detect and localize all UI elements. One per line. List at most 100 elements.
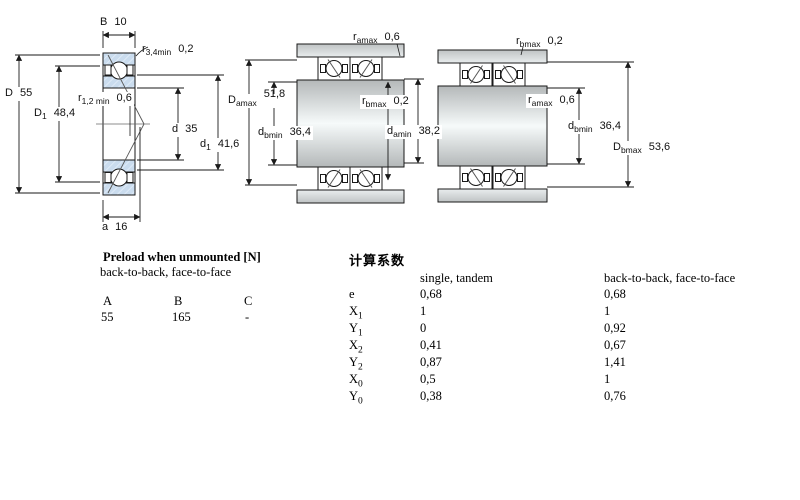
dim-value: 0,6	[116, 92, 132, 104]
factor-symbol: Y1	[349, 321, 363, 339]
factor-symbol: Y0	[349, 389, 363, 407]
factor-symbol-main: X	[349, 372, 359, 386]
dim-label-r34min: r3,4min 0,2	[142, 43, 193, 57]
dim-sub: bmin	[264, 130, 283, 141]
dim-symbol: r	[353, 31, 357, 43]
factor-value-btb-ftf: 1	[604, 304, 611, 318]
dim-symbol: r	[142, 43, 146, 55]
factor-symbol-main: Y	[349, 355, 359, 369]
factor-value-btb-ftf: 0,67	[604, 338, 626, 352]
dim-symbol: a	[102, 221, 109, 233]
dim-symbol: r	[78, 92, 82, 104]
dim-label-a: a 16	[102, 221, 127, 235]
dim-sub: bmax	[519, 39, 541, 50]
factor-value-btb-ftf: 1	[604, 372, 611, 386]
factor-row-Y1: Y1 0 0,92	[349, 321, 779, 339]
factor-value-single-tandem: 0,41	[420, 338, 442, 352]
factor-value-single-tandem: 0,68	[420, 287, 442, 301]
factor-value-single-tandem: 0,87	[420, 355, 442, 369]
factor-symbol-sub: 0	[358, 396, 363, 407]
preload-value-C: -	[245, 310, 250, 324]
factors-col2-header: back-to-back, face-to-face	[604, 271, 736, 285]
preload-title: Preload when unmounted [N]	[103, 250, 261, 264]
factor-value-btb-ftf: 0,92	[604, 321, 626, 335]
dim-symbol: D	[228, 94, 236, 106]
dim-symbol: d	[172, 123, 179, 135]
middle-pair-drawing	[296, 43, 405, 204]
factor-symbol: e	[349, 287, 355, 305]
dim-label-right-r-amax: ramax 0,6	[526, 94, 577, 108]
factor-value-btb-ftf: 0,76	[604, 389, 626, 403]
dim-value: 38,2	[418, 125, 440, 137]
factor-value-single-tandem: 0,38	[420, 389, 442, 403]
dim-label-mid-d-bmin: dbmin 36,4	[256, 126, 313, 140]
dim-symbol: d	[568, 120, 575, 132]
factor-symbol-sub: 1	[358, 328, 363, 339]
dim-value: 36,4	[289, 126, 311, 138]
factor-row-X2: X2 0,41 0,67	[349, 338, 779, 356]
dim-value: 53,6	[648, 141, 671, 153]
factor-value-btb-ftf: 1,41	[604, 355, 626, 369]
dim-label-right-d-bmin: dbmin 36,4	[566, 120, 623, 134]
dim-value: 0,6	[559, 94, 575, 106]
factor-symbol-sub: 2	[358, 362, 363, 373]
dim-value: 48,4	[53, 107, 76, 119]
dim-symbol: d	[258, 126, 265, 138]
dim-sub: amax	[235, 98, 257, 109]
dim-value: 10	[114, 16, 127, 28]
dim-symbol: d	[200, 138, 207, 150]
left-bearing-cross-section	[96, 46, 150, 196]
dim-value: 36,4	[599, 120, 621, 132]
dim-sub: 1	[41, 111, 47, 122]
right-pair-drawing	[437, 49, 548, 203]
factor-symbol: Y2	[349, 355, 363, 373]
dim-value: 0,2	[547, 35, 563, 47]
factor-symbol-sub: 1	[358, 311, 363, 322]
preload-value-B: 165	[172, 310, 191, 324]
dim-sub: bmax	[365, 99, 387, 110]
dim-sub: 3,4min	[145, 47, 172, 58]
technical-drawings	[15, 31, 634, 222]
dim-sub: amax	[531, 98, 553, 109]
factor-symbol: X1	[349, 304, 363, 322]
factor-value-single-tandem: 0	[420, 321, 427, 335]
factor-row-Y0: Y0 0,38 0,76	[349, 389, 779, 407]
dim-sub: amin	[393, 129, 412, 140]
factor-symbol-main: Y	[349, 321, 359, 335]
factor-symbol-main: Y	[349, 389, 359, 403]
dim-sub: bmax	[620, 145, 642, 156]
dim-sub: 1,2 min	[81, 96, 110, 107]
dim-symbol: r	[528, 94, 532, 106]
preload-value-A: 55	[101, 310, 114, 324]
factor-symbol: X0	[349, 372, 363, 390]
dim-symbol: d	[387, 125, 394, 137]
factor-symbol: X2	[349, 338, 363, 356]
dim-value: 16	[115, 221, 128, 233]
factor-symbol-main: X	[349, 304, 359, 318]
dim-value: 35	[185, 123, 198, 135]
dim-label-mid-D-amax: Damax 51,8	[226, 88, 288, 109]
dim-value: 0,2	[178, 43, 194, 55]
dim-sub: bmin	[574, 124, 593, 135]
dim-value: 0,6	[384, 31, 400, 43]
dim-symbol: B	[100, 16, 108, 28]
factors-title: 计算系数	[349, 253, 406, 268]
factor-value-btb-ftf: 0,68	[604, 287, 626, 301]
factor-symbol-main: X	[349, 338, 359, 352]
factor-symbol-sub: 2	[358, 345, 363, 356]
preload-subtitle: back-to-back, face-to-face	[100, 265, 232, 279]
dim-value: 51,8	[263, 88, 286, 100]
dim-symbol: r	[362, 95, 366, 107]
preload-col-B: B	[174, 294, 183, 308]
factor-value-single-tandem: 1	[420, 304, 427, 318]
dim-value: 41,6	[217, 138, 240, 150]
dim-label-d: d 35	[170, 123, 200, 137]
